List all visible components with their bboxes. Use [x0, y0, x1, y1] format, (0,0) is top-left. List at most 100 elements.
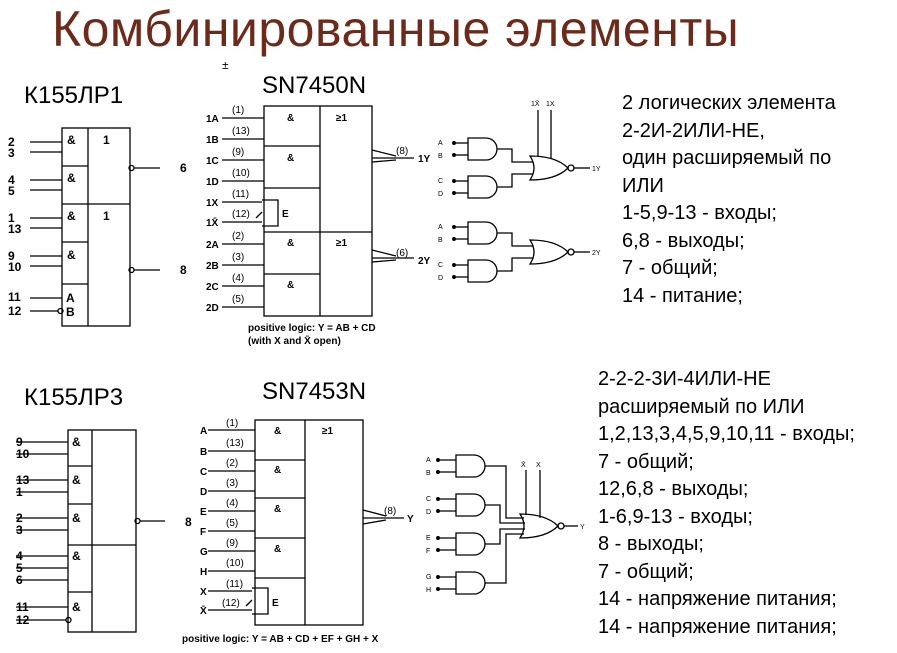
sn7450-or-label: ≥1 [336, 113, 347, 124]
lr1-expander-a: A [66, 291, 75, 305]
bottom-logic-input: B [426, 470, 431, 477]
sn7450-input-name: 1B [206, 135, 219, 146]
description-line: 14 - напряжение питания; [598, 615, 837, 638]
sn7453-input-pin: (13) [226, 438, 244, 449]
lr1-and-label: & [67, 209, 76, 223]
sn7450-logic-line1: positive logic: Y = AB + CD [248, 323, 376, 334]
lr1-pin: 13 [8, 222, 22, 236]
description-line: 6,8 - выходы; [622, 229, 745, 252]
sn7453-input-pin: (4) [226, 498, 238, 509]
sn7453-input-pin: (5) [226, 518, 238, 529]
sn7453-output-name: Y [407, 514, 414, 525]
sn7453-text: A (1) B (13) C (2) D (3) E (4) F (5) G (… [182, 418, 414, 645]
part-name-sn7450: SN7450N [262, 72, 367, 99]
top-logic-input: D [438, 275, 443, 282]
sn7450-output-pin: (6) [396, 248, 408, 259]
lr3-pin: 10 [16, 447, 30, 461]
top-logic-input: D [438, 191, 443, 198]
lr3-pin: 11 [16, 600, 29, 614]
description-top: 2 логических элемента 2-2И-2ИЛИ-НЕ, один р… [622, 90, 836, 310]
sn7450-diagram [222, 105, 414, 317]
bottom-logic-input: H [426, 587, 431, 594]
lr1-output-label: 8 [180, 263, 187, 277]
top-logic-input: B [438, 153, 443, 160]
chip-name-lr3: К155ЛР3 [24, 384, 124, 411]
lr3-pin: 2 [16, 511, 23, 525]
sn7453-input-pin: (10) [226, 558, 244, 569]
top-logic-expander-input: 1X [546, 101, 555, 108]
sn7453-input-name: D [200, 487, 207, 498]
description-line: 7 - общий; [622, 257, 718, 279]
bottom-logic-input: A [426, 457, 431, 464]
sn7453-input-name: X [200, 587, 207, 598]
lr1-pin: 5 [8, 184, 15, 198]
sn7450-input-name: 2C [206, 282, 219, 293]
description-line: 2-2-2-3И-4ИЛИ-НЕ [598, 368, 771, 390]
lr3-pin: 6 [16, 573, 23, 587]
bottom-logic-expander-input: X̄ [521, 461, 526, 469]
sn7450-input-pin: (13) [232, 126, 250, 137]
sn7450-input-name: 2B [206, 261, 219, 272]
lr1-symbol [30, 127, 160, 327]
description-line: 2-2И-2ИЛИ-НЕ, [622, 119, 765, 142]
sn7453-input-name: C [200, 467, 207, 478]
bottom-logic-output: Y [580, 524, 585, 531]
sn7453-and-label: & [274, 504, 281, 515]
top-logic-expander-input: 1X̄ [531, 100, 540, 108]
description-line: расширяемый по ИЛИ [598, 395, 805, 418]
lr1-pin: 12 [8, 304, 22, 318]
description-line: 1-5,9-13 - входы; [622, 202, 777, 224]
sn7450-and-label: & [287, 113, 294, 124]
description-line: 14 - питание; [622, 284, 743, 307]
top-logic-text: A B C D A B C D 1X̄ 1X 1Y 2Y [438, 100, 601, 282]
top-logic-input: C [438, 178, 443, 185]
sn7453-output-pin: (8) [384, 506, 396, 517]
top-logic-output: 2Y [592, 250, 601, 257]
lr3-output-label: 8 [185, 515, 192, 529]
sn7450-or-label: ≥1 [336, 238, 347, 249]
bottom-logic-input: F [426, 548, 430, 555]
sn7453-input-pin: (12) [222, 598, 240, 609]
lr3-symbol-text: 9 10 13 1 2 3 4 5 6 11 12 & & & & & 8 [16, 435, 192, 627]
lr1-expander-b: B [66, 305, 75, 319]
lr3-pin: 3 [16, 523, 23, 537]
sn7450-input-pin: (5) [232, 294, 244, 305]
lr3-pin: 12 [16, 613, 30, 627]
description-line: 14 - напряжение питания; [598, 588, 837, 610]
sn7453-input-name: E [200, 507, 207, 518]
lr3-and-label: & [72, 435, 81, 449]
lr1-pin: 2 [8, 135, 15, 149]
lr1-symbol-text: 2 3 4 5 1 13 9 10 11 12 & & & & 1 1 A B … [8, 133, 187, 319]
sn7453-input-name: F [200, 527, 206, 538]
sn7450-output-name: 1Y [418, 154, 431, 165]
sn7450-input-name: 2D [206, 303, 219, 314]
lr1-and-label: & [67, 248, 76, 262]
lr3-pin: 5 [16, 561, 23, 575]
sn7453-input-name: G [200, 547, 208, 558]
sn7453-expander-label: E [272, 598, 279, 609]
description-line: 1-6,9-13 - входы; [598, 505, 753, 528]
sn7450-input-pin: (4) [232, 273, 244, 284]
description-line: 2 логических элемента [622, 92, 836, 114]
description-line: 7 - общий; [598, 450, 694, 473]
lr1-and-label: & [67, 171, 76, 185]
lr1-output-label: 6 [180, 161, 187, 175]
sn7450-input-pin: (10) [232, 168, 250, 179]
sn7450-and-label: & [287, 153, 294, 164]
sn7453-input-name: A [200, 426, 207, 437]
sn7453-input-name: X̄ [200, 605, 207, 617]
lr1-pin: 3 [8, 146, 15, 160]
lr1-pin: 1 [8, 211, 15, 225]
sn7450-input-pin: (2) [232, 231, 244, 242]
lr3-and-label: & [72, 549, 81, 563]
top-logic-output: 1Y [592, 166, 601, 173]
lr3-pin: 13 [16, 473, 30, 487]
top-logic-input: C [438, 262, 443, 269]
lr1-pin: 11 [8, 290, 21, 304]
sn7453-or-label: ≥1 [322, 426, 333, 437]
description-line: 12,6,8 - выходы; [598, 478, 749, 500]
sn7450-logic-line2: (with X and X̄ open) [248, 335, 341, 347]
description-line: один расширяемый по [622, 147, 832, 169]
